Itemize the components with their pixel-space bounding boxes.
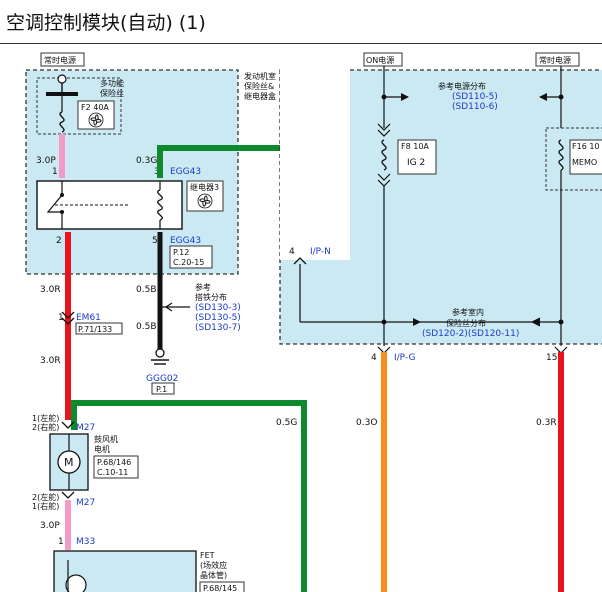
fet-label-2: (场效应 <box>200 560 227 570</box>
fet-label-1: FET <box>200 551 215 560</box>
power-ref-1: (SD110-5) <box>452 92 498 102</box>
power-ref-2: (SD110-6) <box>452 102 498 112</box>
pin-1-em61: 1 <box>58 313 64 323</box>
ground-ref-4: (SD130-5) <box>195 313 241 323</box>
pin-2: 2 <box>56 236 62 246</box>
constant-power-source-left-frame <box>40 52 85 67</box>
wire-label-3p0p-bottom: 3.0P <box>40 521 60 531</box>
fet-ref: P.68/145 <box>203 584 237 592</box>
pin-3: 3 <box>154 167 160 177</box>
relay-label: 继电器3 <box>190 182 219 192</box>
wire-label-0p5b-b: 0.5B <box>136 322 157 332</box>
connector-egg43-bottom: EGG43 <box>170 236 201 246</box>
battery-node-icon <box>57 74 67 84</box>
bus-bar <box>46 92 78 96</box>
em61-ref: P.71/133 <box>78 325 112 334</box>
wire-label-0p5g: 0.5G <box>276 418 297 428</box>
pin-5: 5 <box>152 236 158 246</box>
ground-ref-5: (SD130-7) <box>195 323 241 333</box>
fet-label-3: 晶体管) <box>200 570 227 580</box>
wire-label-0p5b-a: 0.5B <box>136 285 157 295</box>
power-ref-label: 参考电源分布 <box>438 81 486 91</box>
blower-ref-1: P.68/146 <box>97 458 131 467</box>
blower-ref-2: C.10-11 <box>97 468 128 477</box>
em61-ref-frame <box>75 322 123 335</box>
wire-label-0p3o: 0.3O <box>356 418 377 428</box>
pin-4-ipg: 4 <box>371 353 377 363</box>
fuse-f2-rating: F2 40A <box>81 103 109 112</box>
constant-power-source-left: 常时电源 <box>44 55 76 65</box>
blower-name-2: 电机 <box>94 444 110 454</box>
wire-green-lower <box>71 400 307 592</box>
egg43-ref-2: C.20-15 <box>173 258 204 267</box>
wire-label-0p3r: 0.3R <box>536 418 557 428</box>
fet-module <box>53 550 197 592</box>
wire-label-0p3g-top: 0.3G <box>136 156 157 166</box>
fuse-f8-rating: F8 10A <box>401 142 429 151</box>
engine-box-label-2: 保险丝& <box>244 81 274 91</box>
fuse-f2-name-2: 保险丝 <box>100 88 124 98</box>
engine-box-label-3: 继电器盒 <box>244 91 276 101</box>
connector-m27-top: M27 <box>76 423 95 433</box>
relay-switch <box>46 181 63 229</box>
ground-icon <box>151 348 169 365</box>
connector-m33: M33 <box>76 537 95 547</box>
connector-ggg02: GGG02 <box>146 374 178 384</box>
connector-egg43-top: EGG43 <box>170 167 201 177</box>
ggg02-ref-frame <box>151 382 175 395</box>
blower-ref-frame <box>93 455 139 479</box>
ground-ref-3: (SD130-3) <box>195 303 241 313</box>
indoor-ref-2: 保险丝分布 <box>446 318 486 328</box>
fuse-f8-frame <box>397 139 437 175</box>
relay-coil-icon <box>157 189 163 221</box>
egg43-ref-1: P.12 <box>173 248 189 257</box>
fuse-f8-icon <box>381 139 387 171</box>
ground-ref-1: 参考 <box>195 282 211 292</box>
fan-icon-f2 <box>88 112 104 128</box>
connector-ipn: I/P-N <box>310 247 331 257</box>
indoor-ref-3: (SD120-2)(SD120-11) <box>422 329 519 339</box>
fuse-f2-name-1: 多功能 <box>100 78 124 88</box>
fuse-f16-icon <box>558 139 564 171</box>
on-power-source-frame <box>363 52 403 67</box>
connector-em61: EM61 <box>76 313 101 323</box>
connector-ipg: I/P-G <box>394 353 415 363</box>
pin-4-ipn: 4 <box>289 247 295 257</box>
pin-15: 15 <box>546 353 557 363</box>
blower-pin-top-2: 2(右舵) <box>32 422 59 432</box>
fuse-f8-name: IG 2 <box>407 158 425 168</box>
motor-symbol: M <box>64 456 74 469</box>
wire-label-3p0r-a: 3.0R <box>40 285 61 295</box>
pin-1-m33: 1 <box>58 537 64 547</box>
blower-pin-bot-1: 2(左舵) <box>32 492 59 502</box>
blower-pin-top-1: 1(左舵) <box>32 413 59 423</box>
title-bar: 空调控制模块(自动) (1) <box>0 0 602 44</box>
blower-name-1: 鼓风机 <box>94 434 118 444</box>
fuse-f16-frame <box>569 139 602 175</box>
egg43-ref-frame <box>169 245 213 269</box>
ggg02-ref: P.1 <box>156 385 167 394</box>
indoor-ref-1: 参考室内 <box>452 307 484 317</box>
fuse-f16-rating: F16 10 <box>572 142 600 151</box>
wire-label-3p0p-top: 3.0P <box>36 156 56 166</box>
wire-label-3p0r-b: 3.0R <box>40 356 61 366</box>
fet-ref-frame <box>199 581 245 592</box>
fuse-f2-icon <box>59 111 65 133</box>
page-title: 空调控制模块(自动) (1) <box>6 12 206 34</box>
constant-power-source-right: 常时电源 <box>539 55 571 65</box>
pin-1: 1 <box>52 167 58 177</box>
fuse-f16-name: MEMO <box>572 158 597 167</box>
fuse-f2-box <box>36 77 122 135</box>
ground-ref-2: 搭铁分布 <box>195 292 227 302</box>
blower-pin-bot-2: 1(右舵) <box>32 501 59 511</box>
constant-power-source-right-frame <box>535 52 580 67</box>
engine-box-label-1: 发动机室 <box>244 71 276 81</box>
connector-m27-bottom: M27 <box>76 498 95 508</box>
on-power-source: ON电源 <box>366 55 394 65</box>
fan-icon-relay <box>197 193 213 209</box>
